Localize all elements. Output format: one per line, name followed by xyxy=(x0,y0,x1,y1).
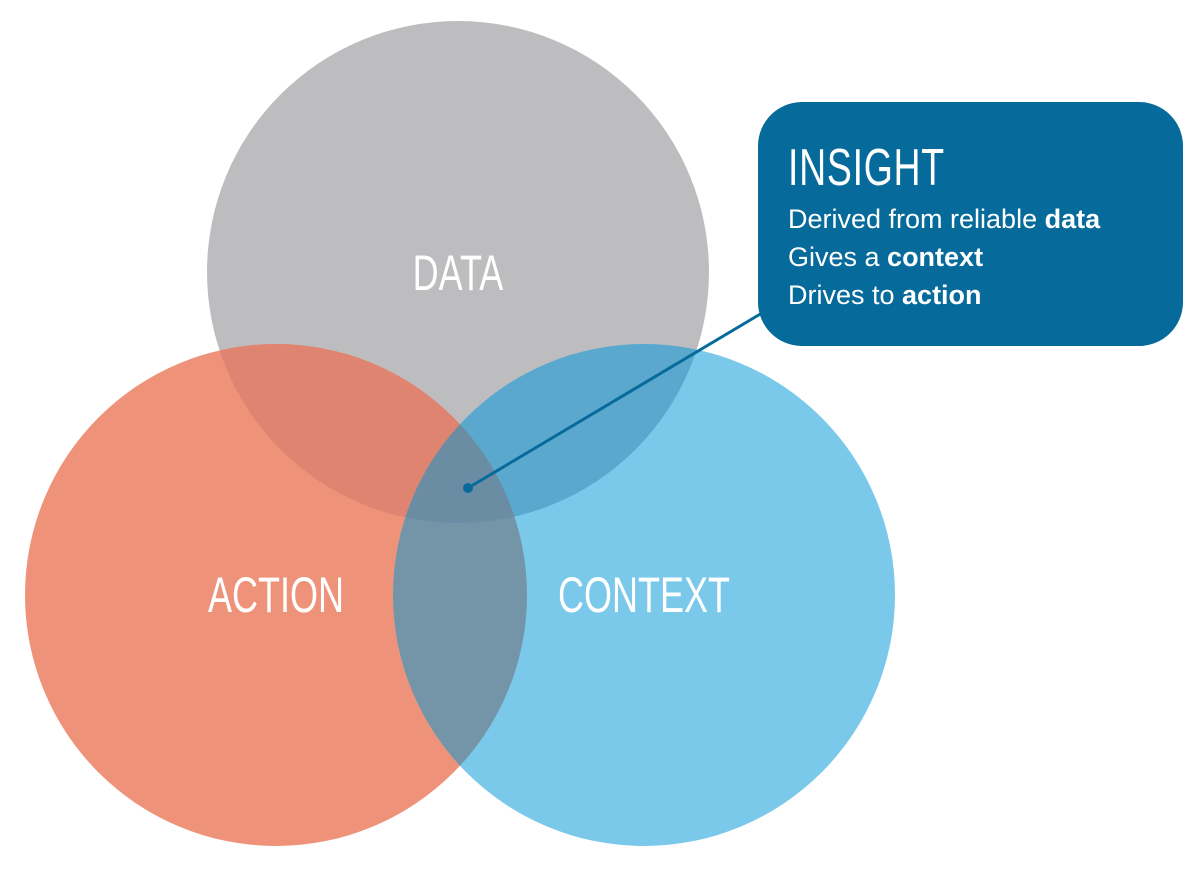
callout-line-text: Derived from reliable xyxy=(788,204,1045,234)
callout-dot xyxy=(463,483,473,493)
context-label: CONTEXT xyxy=(558,568,730,623)
callout-line-text: Drives to xyxy=(788,280,903,310)
data-context-overlap xyxy=(393,344,709,523)
callout-line-text: Gives a xyxy=(788,242,888,272)
callout-line-bold: data xyxy=(1044,204,1101,234)
callout-line: Drives to action xyxy=(788,276,1183,314)
action-label: ACTION xyxy=(208,568,344,623)
data-action-overlap xyxy=(207,344,527,523)
callout-connector xyxy=(467,311,763,490)
callout-line-bold: context xyxy=(887,242,984,272)
callout-title: INSIGHT xyxy=(788,139,945,197)
callout-line: Gives a context xyxy=(788,238,1183,276)
callout-line: Derived from reliable data xyxy=(788,200,1183,238)
insight-callout: INSIGHT Derived from reliable data Gives… xyxy=(758,102,1183,346)
data-label: DATA xyxy=(413,246,504,301)
callout-line-bold: action xyxy=(902,280,982,310)
